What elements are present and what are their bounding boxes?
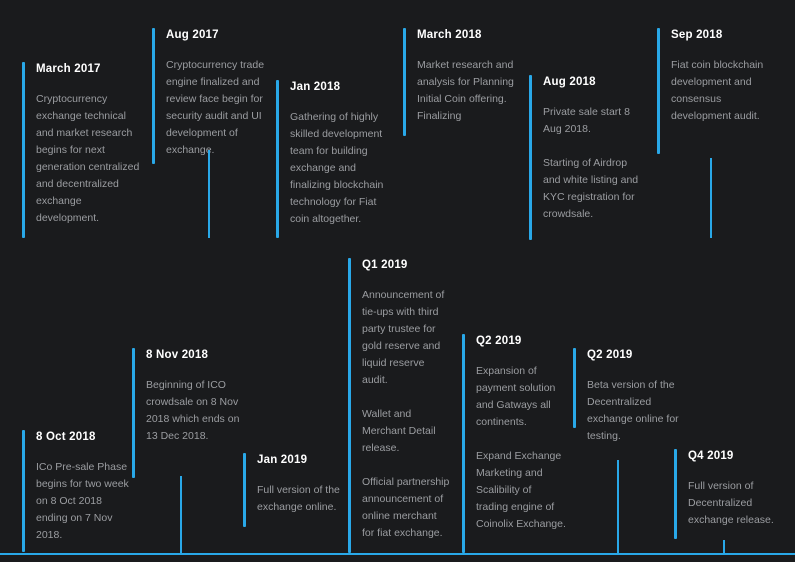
milestone-q2-2019-payments[interactable]: Q2 2019 Expansion of payment solution an… <box>462 334 582 553</box>
milestone-accent-bar <box>403 28 406 136</box>
milestone-q2-2019-beta[interactable]: Q2 2019 Beta version of the Decentralize… <box>573 348 693 442</box>
timeline-connector-q2-2019-beta <box>617 460 619 553</box>
milestone-title: 8 Nov 2018 <box>146 349 209 361</box>
milestone-paragraph: Wallet and Merchant Detail release. <box>362 408 436 454</box>
milestone-title: March 2017 <box>36 63 101 75</box>
milestone-body: Jan 2018 Gathering of highly skilled dev… <box>290 80 390 228</box>
milestone-accent-bar <box>462 334 465 553</box>
milestone-title: Sep 2018 <box>671 29 723 41</box>
milestone-paragraph: Private sale start 8 Aug 2018. <box>543 106 630 135</box>
milestone-paragraph: Expand Exchange Marketing and Scalibilit… <box>476 450 566 530</box>
milestone-paragraph: Full version of Decentralized exchange r… <box>688 480 774 526</box>
milestone-accent-bar <box>22 62 25 238</box>
milestone-paragraph: Cryptocurrency exchange technical and ma… <box>36 93 140 224</box>
milestone-body: Q2 2019 Expansion of payment solution an… <box>476 334 566 533</box>
milestone-title: Q1 2019 <box>362 259 408 271</box>
milestone-accent-bar <box>152 28 155 164</box>
milestone-body: Jan 2019 Full version of the exchange on… <box>257 453 357 516</box>
milestone-paragraph: Gathering of highly skilled development … <box>290 111 384 225</box>
milestone-q4-2019[interactable]: Q4 2019 Full version of Decentralized ex… <box>674 449 794 539</box>
milestone-march-2018[interactable]: March 2018 Market research and analysis … <box>403 28 528 136</box>
milestone-8-oct-2018[interactable]: 8 Oct 2018 ICo Pre-sale Phase begins for… <box>22 430 142 552</box>
milestone-paragraph: Market research and analysis for Plannin… <box>417 59 514 122</box>
milestone-paragraph: Cryptocurrency trade engine finalized an… <box>166 59 265 156</box>
timeline-connector-aug-2017 <box>208 150 210 238</box>
milestone-paragraph: Starting of Airdrop and white listing an… <box>543 157 639 220</box>
milestone-title: March 2018 <box>417 29 482 41</box>
milestone-body: Q4 2019 Full version of Decentralized ex… <box>688 449 788 529</box>
milestone-accent-bar <box>276 80 279 238</box>
milestone-accent-bar <box>657 28 660 154</box>
milestone-body: 8 Oct 2018 ICo Pre-sale Phase begins for… <box>36 430 130 544</box>
milestone-8-nov-2018[interactable]: 8 Nov 2018 Beginning of ICO crowdsale on… <box>132 348 252 478</box>
milestone-paragraph: ICo Pre-sale Phase begins for two week o… <box>36 461 129 541</box>
milestone-body: 8 Nov 2018 Beginning of ICO crowdsale on… <box>146 348 240 445</box>
milestone-body: March 2018 Market research and analysis … <box>417 28 525 125</box>
milestone-title: Aug 2017 <box>166 29 219 41</box>
milestone-accent-bar <box>243 453 246 527</box>
milestone-jan-2018[interactable]: Jan 2018 Gathering of highly skilled dev… <box>276 80 396 238</box>
milestone-accent-bar <box>529 75 532 240</box>
milestone-accent-bar <box>573 348 576 428</box>
milestone-title: Aug 2018 <box>543 76 596 88</box>
milestone-accent-bar <box>132 348 135 478</box>
milestone-jan-2019[interactable]: Jan 2019 Full version of the exchange on… <box>243 453 363 527</box>
milestone-title: Jan 2019 <box>257 454 308 466</box>
timeline-connector-q4-2019 <box>723 540 725 553</box>
milestone-paragraph: Beginning of ICO crowdsale on 8 Nov 2018… <box>146 379 240 442</box>
milestone-body: Aug 2017 Cryptocurrency trade engine fin… <box>166 28 266 159</box>
milestone-body: Q1 2019 Announcement of tie-ups with thi… <box>362 258 450 542</box>
milestone-sep-2018[interactable]: Sep 2018 Fiat coin blockchain developmen… <box>657 28 782 154</box>
milestone-paragraph: Fiat coin blockchain development and con… <box>671 59 764 122</box>
milestone-title: Q4 2019 <box>688 450 734 462</box>
milestone-body: Sep 2018 Fiat coin blockchain developmen… <box>671 28 771 125</box>
milestone-q1-2019[interactable]: Q1 2019 Announcement of tie-ups with thi… <box>348 258 468 553</box>
milestone-body: March 2017 Cryptocurrency exchange techn… <box>36 62 142 227</box>
milestone-title: 8 Oct 2018 <box>36 431 96 443</box>
milestone-accent-bar <box>674 449 677 539</box>
milestone-accent-bar <box>22 430 25 552</box>
milestone-paragraph: Announcement of tie-ups with third party… <box>362 289 445 386</box>
milestone-march-2017[interactable]: March 2017 Cryptocurrency exchange techn… <box>22 62 142 238</box>
timeline-baseline <box>0 553 795 555</box>
timeline-connector-8-nov-2018 <box>180 476 182 553</box>
timeline-connector-sep-2018 <box>710 158 712 238</box>
milestone-paragraph: Expansion of payment solution and Gatway… <box>476 365 556 428</box>
milestone-title: Jan 2018 <box>290 81 341 93</box>
milestone-body: Aug 2018 Private sale start 8 Aug 2018. … <box>543 75 639 223</box>
milestone-paragraph: Beta version of the Decentralized exchan… <box>587 379 679 442</box>
milestone-paragraph: Full version of the exchange online. <box>257 484 340 513</box>
milestone-body: Q2 2019 Beta version of the Decentralize… <box>587 348 687 445</box>
milestone-aug-2017[interactable]: Aug 2017 Cryptocurrency trade engine fin… <box>152 28 272 164</box>
milestone-title: Q2 2019 <box>476 335 522 347</box>
milestone-title: Q2 2019 <box>587 349 633 361</box>
milestone-paragraph: Official partnership announcement of onl… <box>362 476 450 539</box>
milestone-accent-bar <box>348 258 351 553</box>
milestone-aug-2018[interactable]: Aug 2018 Private sale start 8 Aug 2018. … <box>529 75 649 240</box>
